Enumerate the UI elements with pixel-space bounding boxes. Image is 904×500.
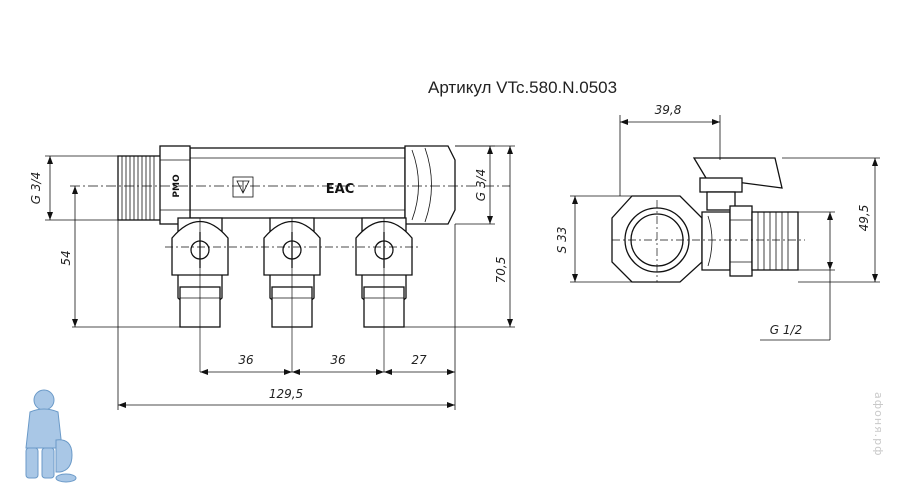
dim-g34-left: G 3/4 xyxy=(29,172,43,204)
triangle-emblem-icon xyxy=(232,176,254,198)
side-dimensions xyxy=(570,115,880,341)
dim-g12: G 1/2 xyxy=(770,323,802,337)
dim-129-5: 129,5 xyxy=(269,387,303,401)
dim-49-5: 49,5 xyxy=(857,205,871,232)
plumber-mascot-icon xyxy=(25,389,77,483)
dim-54: 54 xyxy=(59,250,73,265)
manifold-side-view xyxy=(611,157,805,283)
dim-36-b: 36 xyxy=(330,353,346,367)
right-female-end xyxy=(404,145,456,225)
left-nut xyxy=(159,145,191,225)
watermark-text: афоня.рф xyxy=(872,392,885,457)
dim-39-8: 39,8 xyxy=(655,103,682,117)
rmo-mark: РМО xyxy=(172,174,182,198)
dim-g34-right: G 3/4 xyxy=(474,169,488,201)
dim-s33: S 33 xyxy=(555,227,569,254)
front-dimensions xyxy=(45,145,515,410)
dim-70-5: 70,5 xyxy=(494,257,508,284)
manifold-body xyxy=(189,147,406,219)
dim-36-a: 36 xyxy=(238,353,254,367)
article-title: Артикул VTc.580.N.0503 xyxy=(428,78,618,97)
valve-handle xyxy=(692,157,783,189)
left-thread xyxy=(117,155,163,221)
manifold-front-view: РМО EAC xyxy=(70,145,510,372)
side-thread xyxy=(751,211,799,271)
dim-27: 27 xyxy=(411,353,427,367)
eac-mark: EAC xyxy=(326,182,354,197)
